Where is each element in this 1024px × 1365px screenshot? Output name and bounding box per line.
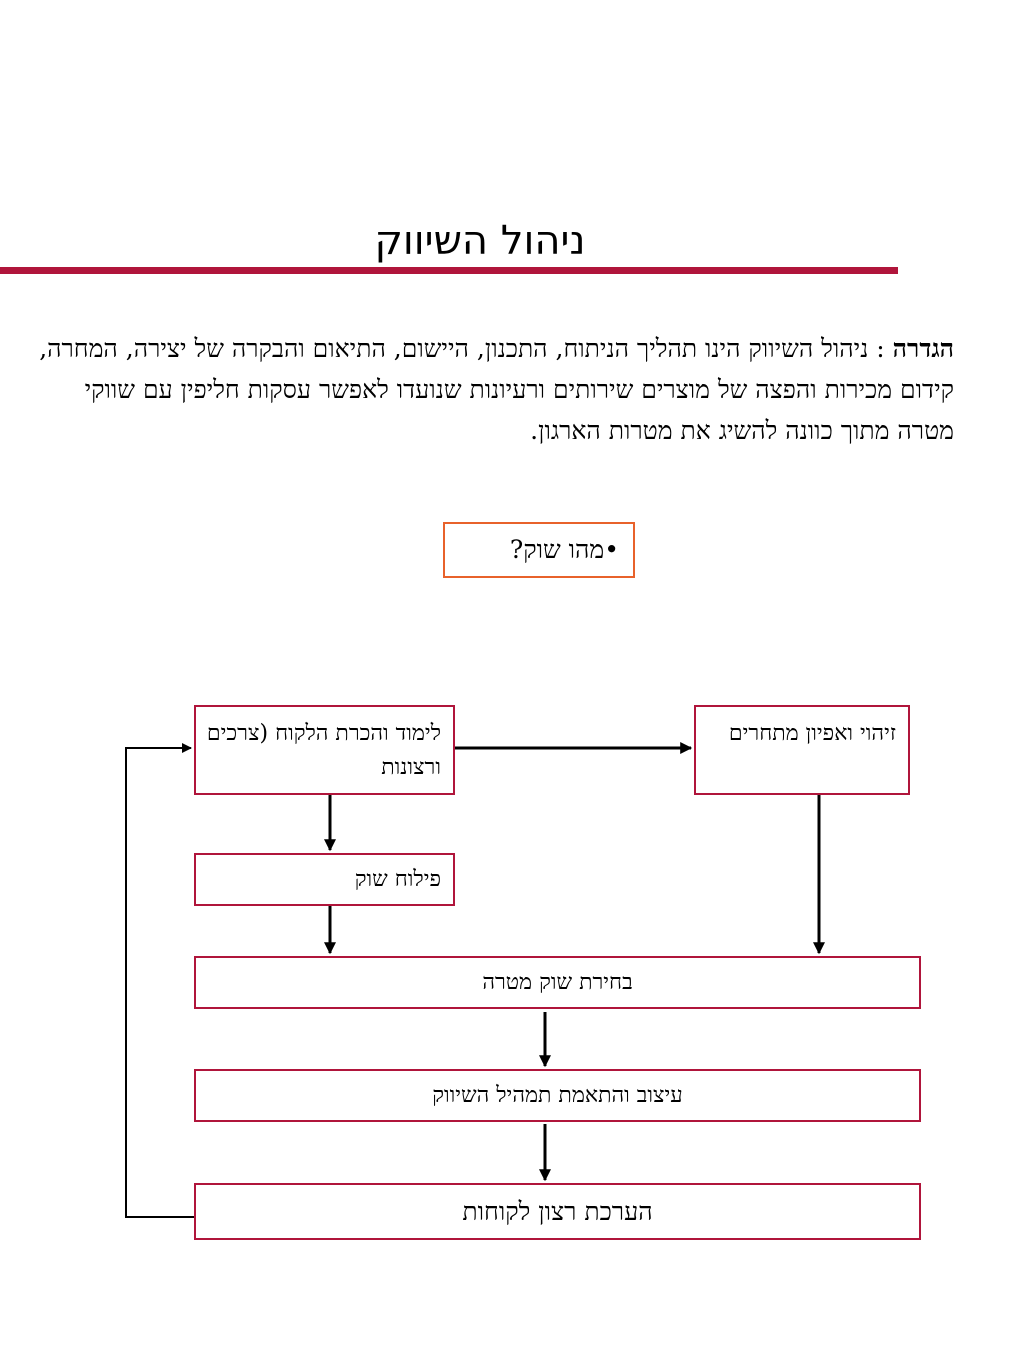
- page-title: ניהול השיווק: [374, 218, 586, 264]
- definition-separator: :: [868, 334, 893, 363]
- box-competitors: זיהוי ואפיון מתחרים: [694, 705, 910, 795]
- definition-paragraph: הגדרה : ניהול השיווק הינו תהליך הניתוח, …: [38, 328, 954, 451]
- box-target-market: בחירת שוק מטרה: [194, 956, 921, 1009]
- definition-text: ניהול השיווק הינו תהליך הניתוח, התכנון, …: [39, 334, 954, 445]
- feedback-loop-arrow: [125, 743, 194, 1218]
- box-customer-value: הערכת רצון לקוחות: [194, 1183, 921, 1240]
- box-segmentation: פילוח שוק: [194, 853, 455, 906]
- box-customer-study: לימוד והכרת הלקוח (צרכים ורצונות: [194, 705, 455, 795]
- definition-term: הגדרה: [892, 334, 954, 363]
- title-divider: [0, 267, 898, 274]
- question-box: •מהו שוק?: [443, 522, 635, 578]
- box-marketing-mix: עיצוב והתאמת תמהיל השיווק: [194, 1069, 921, 1122]
